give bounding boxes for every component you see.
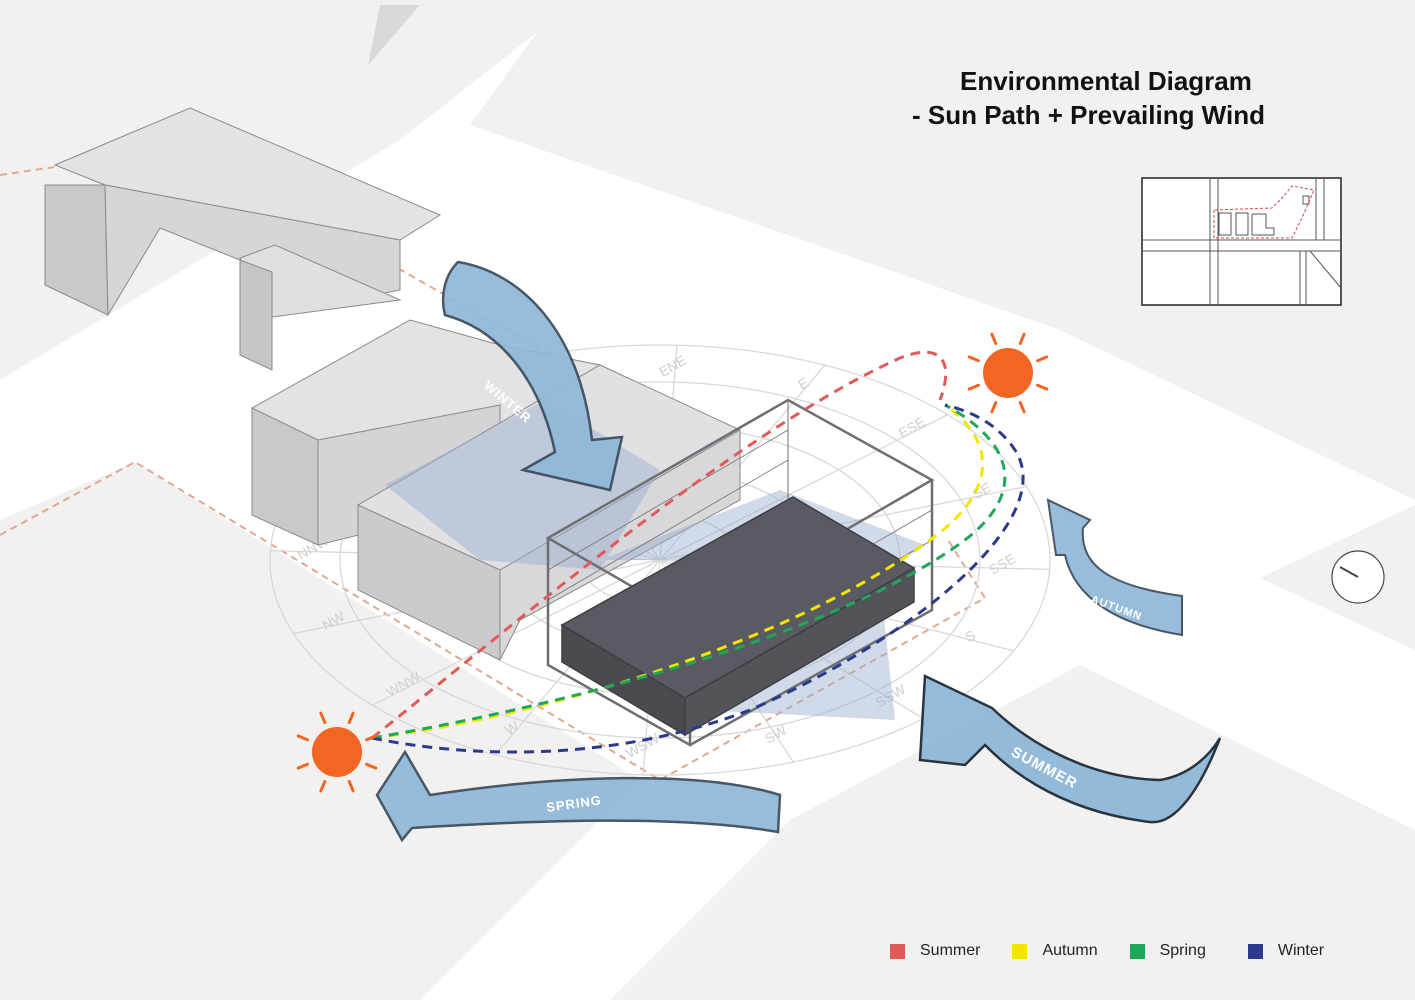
sun-ray: [1018, 332, 1026, 345]
site-solid-mass: [560, 496, 916, 737]
legend-label-spring: Spring: [1159, 942, 1206, 959]
ground-block-northeast: [470, 0, 1415, 500]
sun-ray: [1018, 401, 1026, 414]
sun-ray: [319, 711, 327, 724]
north-indicator-icon: [1331, 550, 1385, 604]
location-inset-map: [1141, 177, 1342, 306]
compass-label-ese: ESE: [896, 413, 928, 441]
diagram-title: Environmental Diagram - Sun Path + Preva…: [880, 64, 1300, 132]
sun-paths: [371, 350, 1025, 754]
sun-path-autumn: [371, 403, 985, 740]
wind-arrow-icon: [441, 260, 624, 492]
legend: Summer Autumn Spring Winter: [890, 942, 1356, 960]
sun-ray: [296, 734, 309, 742]
compass-spoke: [372, 559, 661, 706]
compass-label-se: SE: [970, 479, 994, 502]
building-wing-front: [239, 259, 273, 371]
title-line-1: Environmental Diagram: [960, 66, 1252, 96]
wind-arrow-summer: [918, 674, 1222, 824]
legend-label-autumn: Autumn: [1042, 942, 1098, 959]
sun-ray: [319, 780, 327, 793]
sun-ray: [990, 401, 998, 414]
legend-item-winter: Winter: [1247, 942, 1325, 960]
ground-triangle: [368, 5, 420, 65]
ground-block-west: [0, 462, 640, 1000]
wind-arrow-spring: [375, 749, 782, 843]
compass-label-ene: ENE: [656, 352, 689, 380]
compass-label-s: S: [962, 627, 978, 646]
wind-arrow-winter: [441, 260, 624, 492]
sun-ray: [347, 780, 355, 793]
sun-ray: [967, 355, 980, 363]
legend-swatch-spring: [1129, 943, 1145, 959]
legend-item-spring: Spring: [1129, 942, 1206, 960]
sun-ray: [365, 734, 378, 742]
sun-ray: [347, 711, 355, 724]
sun-path-winter: [371, 403, 1025, 754]
sun-ray: [1036, 355, 1049, 363]
sun-path-summer: [371, 350, 948, 740]
wind-arrow-icon: [1046, 498, 1183, 637]
building-annex-side: [499, 429, 741, 661]
sun-icon: [967, 332, 1049, 414]
sun-ray: [296, 762, 309, 770]
legend-item-summer: Summer: [890, 942, 980, 960]
title-line-2: - Sun Path + Prevailing Wind: [912, 100, 1265, 130]
wind-arrow-autumn: [1046, 498, 1183, 637]
sun-ray: [990, 332, 998, 345]
legend-label-winter: Winter: [1277, 942, 1325, 959]
compass-label-sse: SSE: [986, 550, 1018, 578]
sun-ray: [365, 762, 378, 770]
legend-label-summer: Summer: [920, 942, 981, 959]
sun-icon: [296, 711, 378, 793]
legend-swatch-autumn: [1012, 943, 1028, 959]
building-main-top: [53, 107, 442, 241]
wind-arrow-icon: [375, 749, 782, 843]
compass-spoke: [659, 414, 948, 561]
compass-label-wsw: WSW: [623, 729, 663, 761]
wind-arrow-icon: [918, 674, 1222, 824]
legend-swatch-winter: [1247, 943, 1263, 959]
legend-swatch-summer: [890, 943, 905, 959]
sun-ray: [1036, 383, 1049, 391]
legend-item-autumn: Autumn: [1012, 942, 1098, 960]
compass-label-sw: SW: [762, 721, 790, 747]
sun-ray: [967, 383, 980, 391]
sun-path-spring: [371, 403, 1007, 740]
